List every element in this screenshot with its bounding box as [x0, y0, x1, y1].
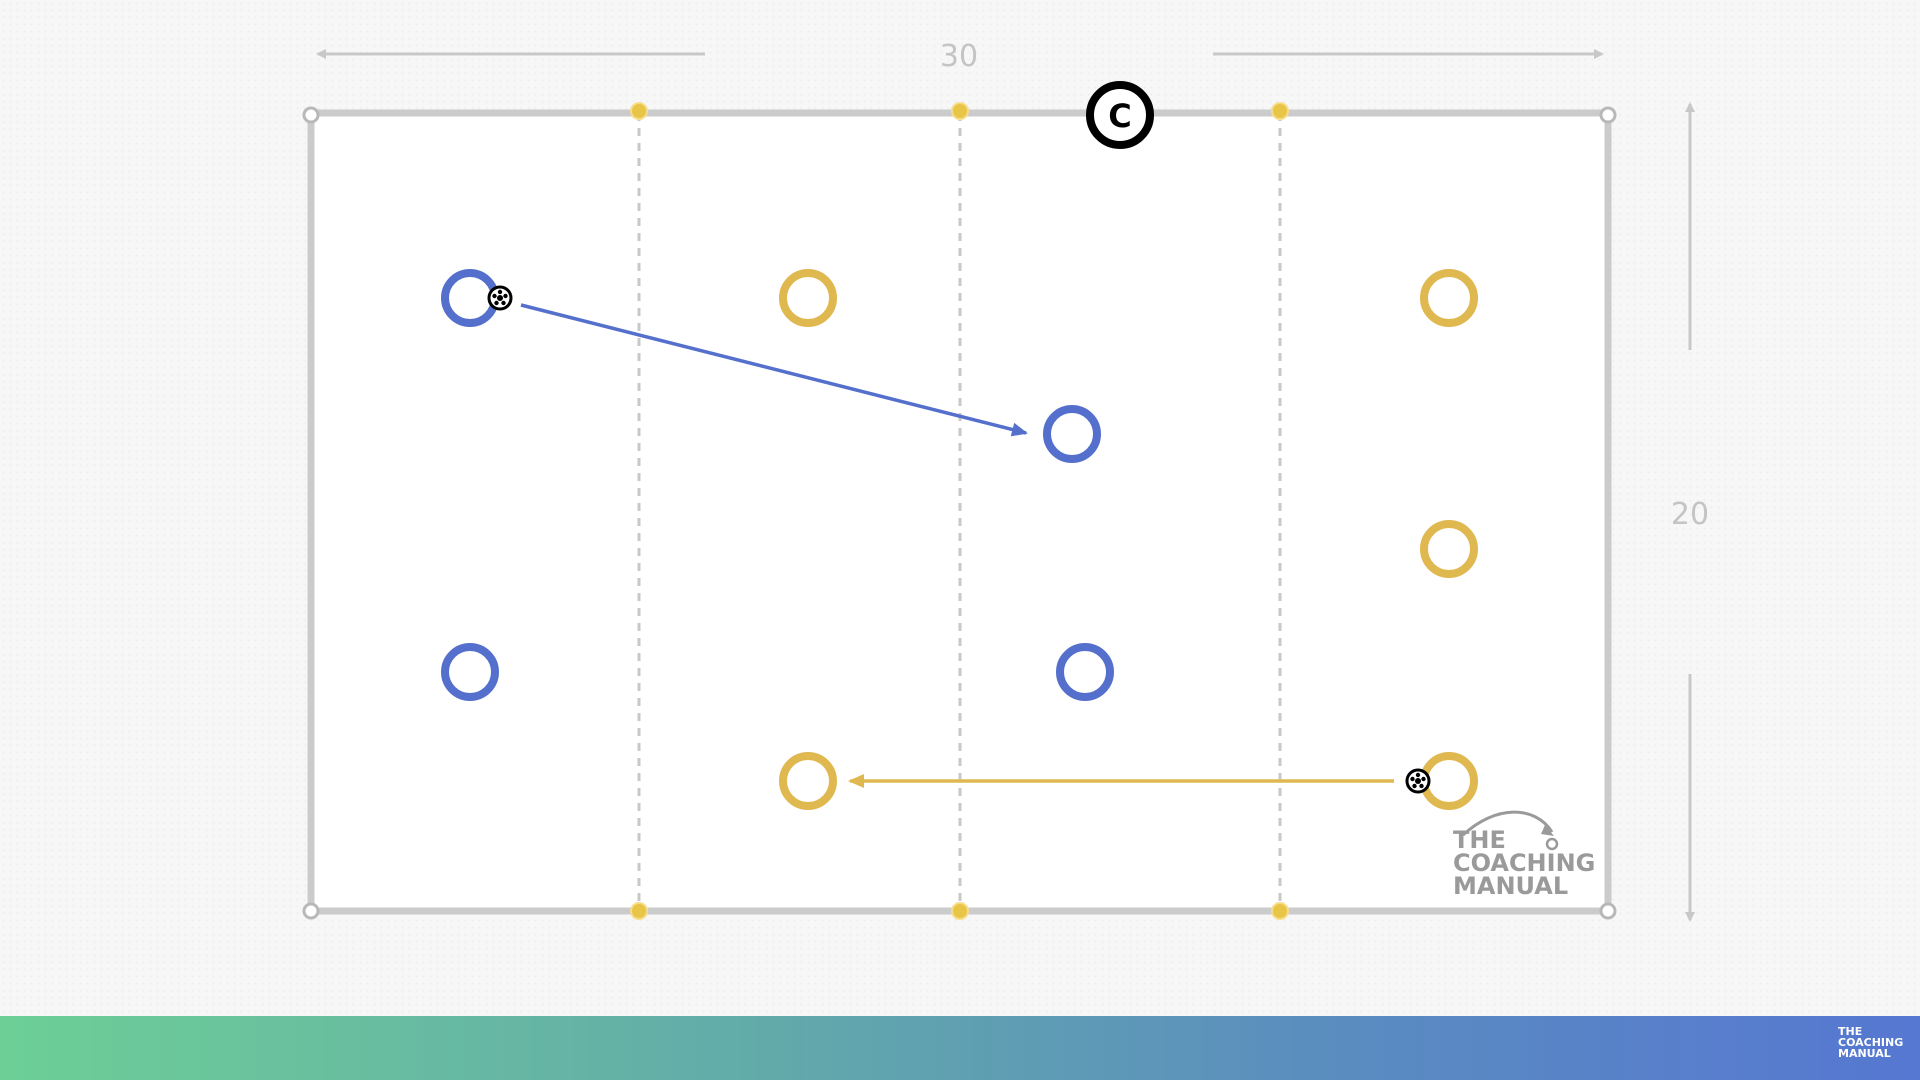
watermark-ball-icon	[1545, 837, 1559, 851]
footer-logo-line-1: THE	[1838, 1025, 1863, 1038]
footer-logo: THE COACHING MANUAL	[1838, 1026, 1910, 1072]
blue-player	[1056, 643, 1114, 701]
zone-cone	[1271, 102, 1289, 120]
zone-cone	[951, 102, 969, 120]
corner-cone	[1599, 902, 1617, 920]
watermark-line-2: COACHING	[1453, 849, 1595, 877]
coach-marker: C	[1086, 81, 1154, 149]
zone-cones	[630, 102, 1289, 920]
coach-ring	[1086, 81, 1154, 149]
watermark-line-3: MANUAL	[1453, 872, 1568, 900]
zone-cone	[630, 102, 648, 120]
corner-cone	[302, 902, 320, 920]
watermark-swoosh-icon	[1461, 810, 1554, 837]
yellow-player	[1420, 520, 1478, 578]
zone-dividers	[637, 113, 1282, 911]
footer-logo-line-2: COACHING	[1838, 1036, 1904, 1049]
zone-cone	[1271, 902, 1289, 920]
height-label: 20	[1671, 497, 1709, 532]
coaching-manual-watermark: THE COACHING MANUAL	[1453, 810, 1595, 900]
blue-player	[1043, 405, 1101, 463]
yellow-team	[779, 269, 1478, 810]
width-label: 30	[940, 39, 978, 74]
watermark-line-1: THE	[1453, 826, 1506, 854]
corner-cone	[302, 106, 320, 124]
height-dimension: 20	[1671, 102, 1709, 922]
corner-cone	[1599, 106, 1617, 124]
yellow-player	[779, 752, 837, 810]
blue-pass-arrow	[520, 303, 1028, 437]
zone-cone	[951, 902, 969, 920]
zone-cone	[630, 902, 648, 920]
footer-logo-line-3: MANUAL	[1838, 1047, 1891, 1060]
yellow-player	[779, 269, 837, 327]
width-dimension: 30	[316, 39, 1604, 74]
coach-label: C	[1108, 97, 1131, 135]
watermark-swoosh-arrowhead-icon	[1541, 825, 1554, 836]
corner-cones	[302, 106, 1617, 920]
drill-diagram: 30 20 C	[302, 39, 1709, 922]
bottom-brand-bar: THE COACHING MANUAL	[0, 1016, 1920, 1080]
ball-icon	[487, 285, 513, 311]
ball-icon	[1405, 768, 1431, 794]
blue-player	[441, 643, 499, 701]
yellow-player	[1420, 269, 1478, 327]
